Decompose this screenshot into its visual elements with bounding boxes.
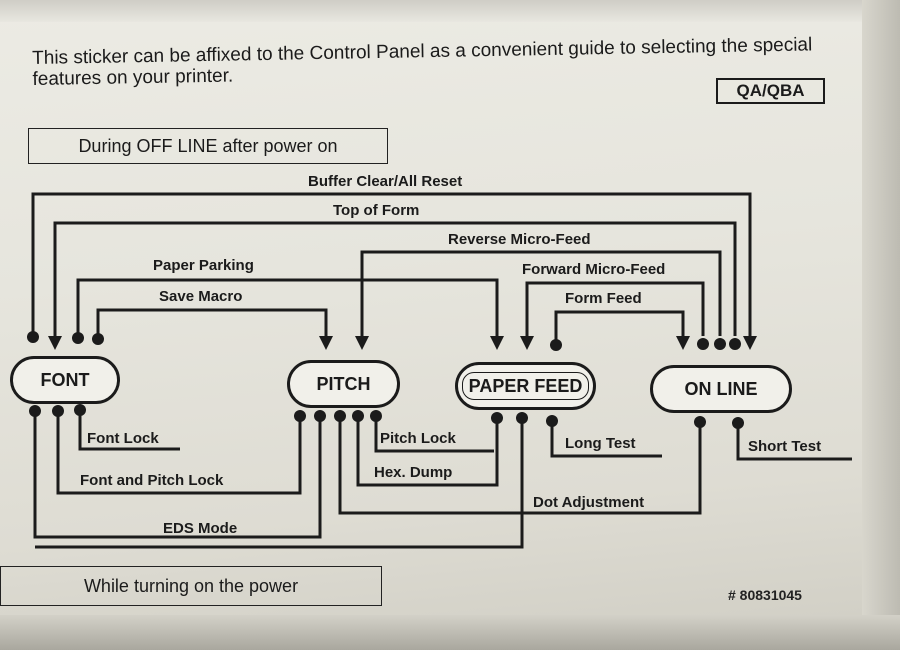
save-macro-label: Save Macro (159, 288, 243, 305)
eds-mode-label: EDS Mode (163, 520, 238, 537)
dot-adjustment-connector (334, 410, 706, 515)
pitch-button-label: PITCH (316, 374, 371, 394)
font-button: FONT (10, 356, 120, 404)
reverse-micro-feed-label: Reverse Micro-Feed (448, 231, 591, 248)
paper-feed-button-label: PAPER FEED (461, 372, 590, 400)
font-and-pitch-lock-label: Font and Pitch Lock (80, 472, 224, 489)
dot-adjustment-label: Dot Adjustment (533, 494, 645, 511)
pitch-button: PITCH (287, 360, 400, 408)
part-number: # 80831045 (728, 587, 802, 603)
on-line-button: ON LINE (650, 365, 792, 413)
font-button-label: FONT (40, 370, 90, 390)
long-test-connector (546, 415, 662, 458)
off-line-section-label: During OFF LINE after power on (28, 128, 388, 164)
pitch-lock-connector (35, 410, 528, 549)
buffer-clear-connector (27, 192, 757, 350)
forward-micro-feed-connector (520, 281, 709, 350)
font-and-pitch-lock-connector (52, 405, 306, 495)
on-line-button-label: ON LINE (684, 379, 758, 399)
short-test-connector (732, 417, 852, 461)
buffer-clear-label: Buffer Clear/All Reset (308, 173, 463, 190)
sticker-top-edge (0, 0, 900, 22)
long-test-label: Long Test (565, 435, 636, 452)
eds-mode-connector (29, 405, 326, 539)
form-feed-label: Form Feed (565, 290, 642, 307)
power-on-section-label: While turning on the power (0, 566, 382, 606)
top-of-form-label: Top of Form (333, 202, 420, 219)
save-macro-connector (92, 308, 333, 350)
forward-micro-feed-label: Forward Micro-Feed (522, 261, 666, 278)
model-label: QA/QBA (716, 78, 825, 104)
sticker-bottom-edge (0, 615, 900, 650)
top-of-form-connector (48, 221, 741, 350)
hex-dump-connector (352, 410, 503, 487)
pitch-lock-label: Pitch Lock (380, 430, 456, 447)
paper-feed-button: PAPER FEED (455, 362, 596, 410)
sticker-right-edge (862, 0, 900, 650)
short-test-label: Short Test (748, 438, 822, 455)
reverse-micro-feed-connector (355, 250, 726, 350)
font-lock-label: Font Lock (87, 430, 159, 447)
paper-parking-label: Paper Parking (153, 257, 254, 274)
paper-parking-connector (72, 278, 504, 350)
font-lock-connector (74, 404, 180, 451)
form-feed-connector (550, 310, 690, 351)
hex-dump-label: Hex. Dump (374, 464, 453, 481)
